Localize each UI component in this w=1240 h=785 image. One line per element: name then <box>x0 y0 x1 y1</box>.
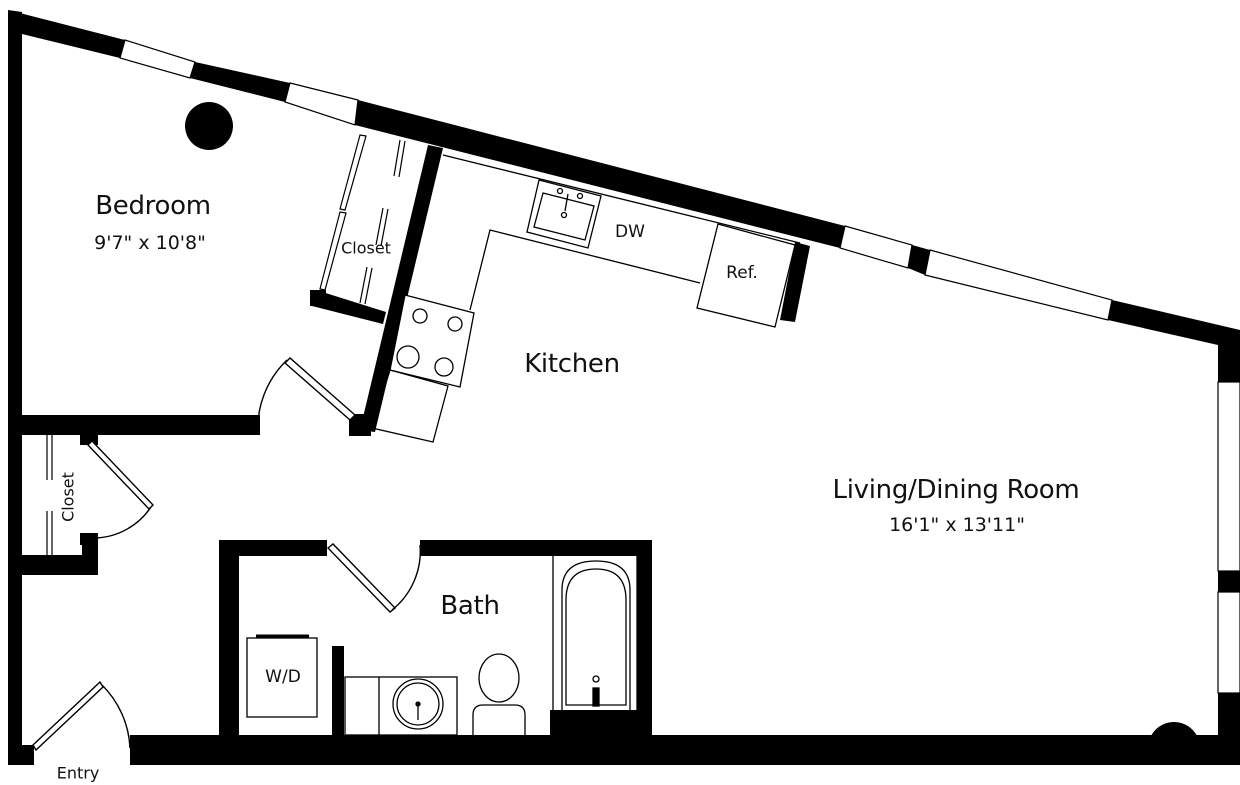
kitchen-sink-icon <box>526 179 602 249</box>
doors <box>32 357 421 752</box>
room-name-living-dining: Living/Dining Room <box>832 475 1080 505</box>
closet-details <box>46 134 406 555</box>
room-name-bath: Bath <box>440 591 500 621</box>
refrigerator-label: Ref. <box>726 263 758 283</box>
bath-fixtures <box>246 554 638 736</box>
closet-label-entry: Closet <box>58 472 78 522</box>
interior-walls <box>22 145 810 765</box>
room-name-bedroom: Bedroom <box>95 191 211 221</box>
room-name-kitchen: Kitchen <box>524 349 620 379</box>
closet-label-bedroom: Closet <box>341 238 391 258</box>
washer-dryer-label: W/D <box>265 667 301 687</box>
stove-icon <box>396 308 463 377</box>
room-dimensions-living-dining: 16'1" x 13'11" <box>889 514 1025 536</box>
entry-label: Entry <box>56 763 100 783</box>
column-icon <box>185 102 233 150</box>
dishwasher-label: DW <box>615 222 645 242</box>
room-dimensions-bedroom: 9'7" x 10'8" <box>94 232 206 254</box>
windows <box>119 39 1240 694</box>
exterior-walls <box>8 10 1240 765</box>
column-icon <box>1148 722 1200 765</box>
